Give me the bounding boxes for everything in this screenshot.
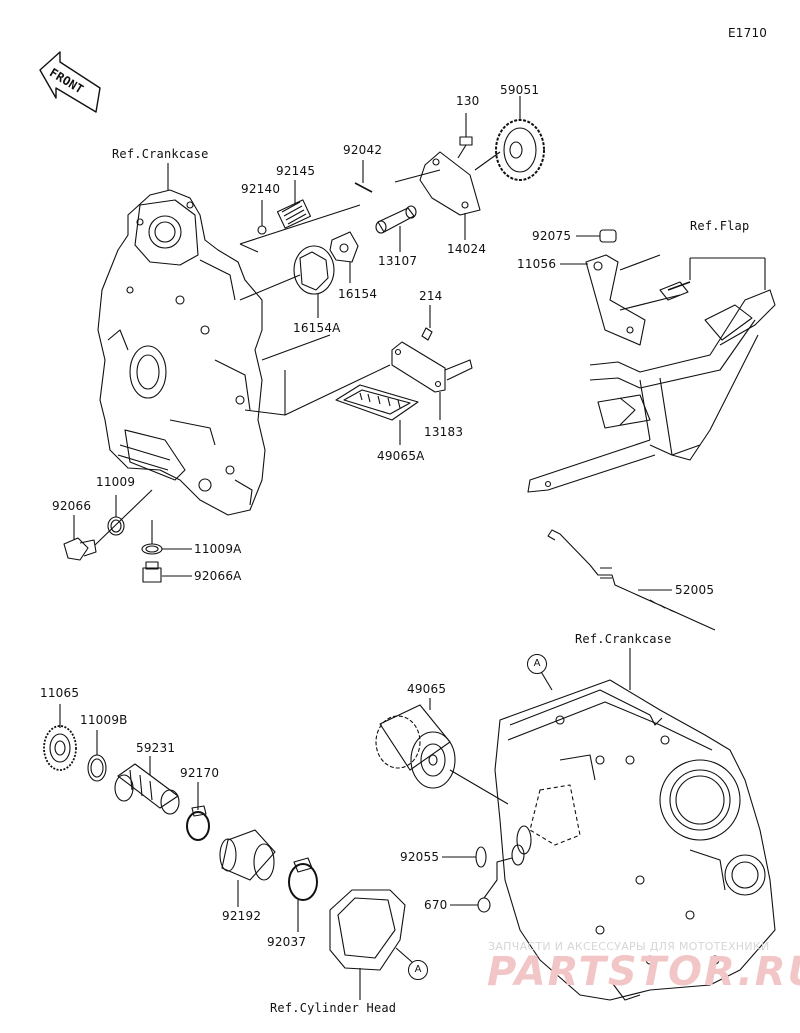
spring-92145 [276,199,312,229]
washer-11009a [141,543,163,555]
part-label-11065: 11065 [40,686,80,700]
part-label-92042: 92042 [343,143,383,157]
clamp-92170 [186,805,210,841]
dipstick-52005 [547,529,716,631]
crankcase-cover [97,189,266,516]
bracket-11056 [585,254,646,346]
inner-rotor-16154 [329,231,359,263]
oring-92055 [475,846,487,868]
part-label-13107: 13107 [378,254,418,268]
oring-670 [477,897,491,913]
clamp-92037 [288,857,318,901]
part-label-92192: 92192 [222,909,262,923]
ref-crankcase-bottom: Ref.Crankcase [575,632,672,646]
ref-crankcase-top: Ref.Crankcase [112,147,209,161]
strainer-49065a [335,384,419,421]
bolt-92075 [599,229,617,243]
part-label-49065: 49065 [407,682,447,696]
ref-flap: Ref.Flap [690,219,750,233]
part-label-49065a: 49065A [377,449,425,463]
pump-cover-14024 [419,151,481,216]
part-label-16154: 16154 [338,287,378,301]
part-label-92075: 92075 [532,229,572,243]
part-label-13183: 13183 [424,425,464,439]
part-label-92037: 92037 [267,935,307,949]
bearing-11065 [43,725,77,771]
cylinder-head-duct [329,889,406,971]
part-label-16154a: 16154A [293,321,341,335]
bolt-flap [659,281,691,301]
gear-59051 [495,119,545,181]
callout-a-bottom: A [408,960,428,980]
part-label-11009b: 11009B [80,713,128,727]
plate-13183 [391,341,473,393]
ball-92140 [257,225,267,235]
part-label-92170: 92170 [180,766,220,780]
part-label-92066a: 92066A [194,569,242,583]
drain-plug-92066a [142,561,162,583]
callout-a-top: A [527,654,547,674]
part-label-130: 130 [456,94,480,108]
diagram-id: E1710 [728,26,768,40]
crankcase-lower [494,679,776,1001]
drain-plug-92066 [63,537,97,561]
part-label-92145: 92145 [276,164,316,178]
oring-11009b [87,754,107,782]
part-label-92066: 92066 [52,499,92,513]
part-label-11009: 11009 [96,475,136,489]
part-label-214: 214 [419,289,443,303]
watermark-logo: PARTSTOR.RU [487,949,800,995]
outer-rotor-16154a [293,245,335,295]
flap-arm [527,289,776,493]
screw-214 [421,327,433,341]
front-arrow-icon [39,51,101,113]
pipe-59231 [114,763,180,815]
bolt-130 [457,136,473,159]
part-label-14024: 14024 [447,242,487,256]
shaft-13107 [375,205,417,234]
part-label-92055: 92055 [400,850,440,864]
part-label-670: 670 [424,898,448,912]
hose-92192 [219,829,276,881]
watermark-tagline: ЗАПЧАСТИ И АКСЕССУАРЫ ДЛЯ МОТОТЕХНИКИ [488,940,770,953]
part-label-59051: 59051 [500,83,540,97]
part-label-11056: 11056 [517,257,557,271]
part-label-52005: 52005 [675,583,715,597]
part-label-11009a: 11009A [194,542,242,556]
part-label-92140: 92140 [241,182,281,196]
oil-filter-49065 [375,704,456,789]
part-label-59231: 59231 [136,741,176,755]
ref-cylinder-head: Ref.Cylinder Head [270,1001,397,1015]
